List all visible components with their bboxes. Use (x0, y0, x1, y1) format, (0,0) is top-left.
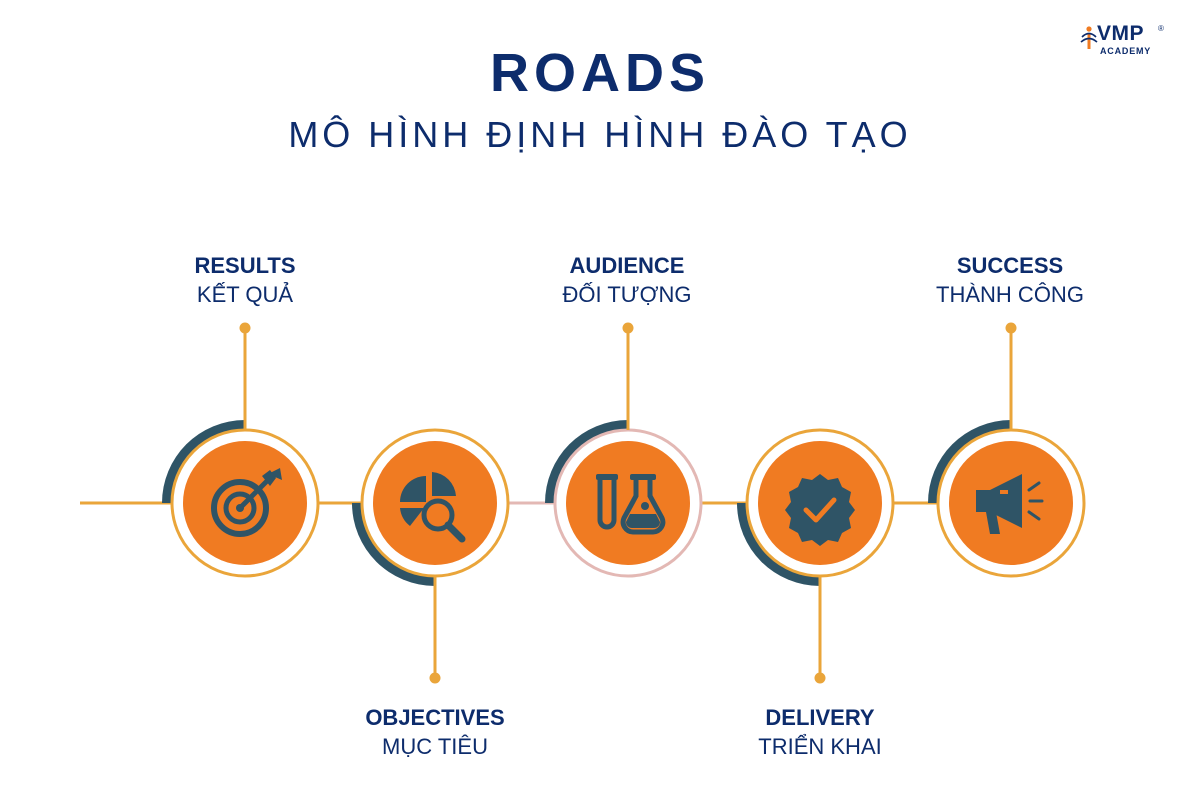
step-audience (545, 322, 703, 578)
page-subtitle: MÔ HÌNH ĐỊNH HÌNH ĐÀO TẠO (288, 114, 912, 155)
step-audience-disc (566, 441, 690, 565)
step-results-label: RESULTS KẾT QUẢ (135, 252, 355, 310)
pie-chart-magnifier-icon (400, 472, 466, 543)
brand-name: VMP (1097, 22, 1145, 45)
step-results-subtitle: KẾT QUẢ (196, 282, 294, 307)
step-success-title: SUCCESS (956, 253, 1064, 278)
step-results-title: RESULTS (194, 253, 296, 278)
step-delivery-label: DELIVERY TRIỂN KHAI (710, 704, 930, 762)
megaphone-icon (976, 474, 1044, 534)
step-audience-title: AUDIENCE (569, 253, 685, 278)
verified-badge-icon (785, 474, 855, 546)
step-audience-label: AUDIENCE ĐỐI TƯỢNG (517, 252, 737, 310)
step-delivery-title: DELIVERY (765, 705, 875, 730)
step-success-pin-dot (1005, 322, 1017, 334)
step-objectives-title: OBJECTIVES (365, 705, 505, 730)
lab-flask-icon (596, 474, 666, 535)
step-success (928, 322, 1086, 578)
step-audience-pin-dot (622, 322, 634, 334)
step-success-subtitle: THÀNH CÔNG (936, 282, 1084, 307)
step-delivery (737, 428, 895, 684)
registered-mark: ® (1158, 24, 1164, 33)
step-objectives-pin-dot (429, 672, 441, 684)
step-objectives-subtitle: MỤC TIÊU (382, 734, 488, 759)
step-results (162, 322, 320, 578)
step-objectives (352, 428, 510, 684)
step-delivery-subtitle: TRIỂN KHAI (758, 734, 882, 759)
target-icon (211, 468, 282, 537)
brand-logo: VMP ® ACADEMY (1080, 22, 1180, 62)
step-audience-subtitle: ĐỐI TƯỢNG (562, 282, 692, 307)
logo-mark-icon (1080, 26, 1098, 49)
page-title: ROADS (489, 43, 710, 103)
brand-sub: ACADEMY (1100, 46, 1152, 56)
step-delivery-pin-dot (814, 672, 826, 684)
step-objectives-label: OBJECTIVES MỤC TIÊU (325, 704, 545, 762)
step-results-pin-dot (239, 322, 251, 334)
step-success-label: SUCCESS THÀNH CÔNG (900, 252, 1120, 310)
